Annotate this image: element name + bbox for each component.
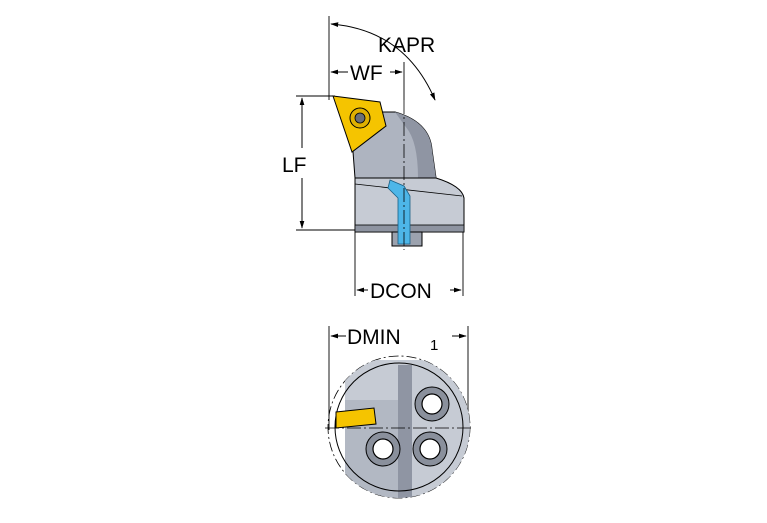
end-face-dark-strip — [398, 365, 412, 498]
coolant-port-icon — [414, 386, 450, 422]
end-view-insert — [335, 407, 377, 429]
dmin-subscript: 1 — [430, 337, 438, 354]
dcon-label: DCON — [370, 280, 432, 303]
coolant-port-icon — [365, 431, 401, 467]
coolant-port-icon — [412, 431, 448, 467]
shank-seam — [354, 183, 463, 197]
wf-label: WF — [350, 62, 383, 85]
end-view: DMIN 1 — [325, 326, 472, 499]
kapr-label: KAPR — [378, 34, 435, 57]
side-view: KAPR WF LF DCON — [282, 16, 465, 303]
dmin-label: DMIN — [347, 326, 401, 349]
kapr-arc — [330, 22, 436, 101]
lf-label: LF — [282, 154, 307, 177]
end-face-outline — [334, 362, 464, 492]
tool-neck-shading — [395, 112, 436, 178]
torx-screw-icon — [349, 107, 371, 129]
